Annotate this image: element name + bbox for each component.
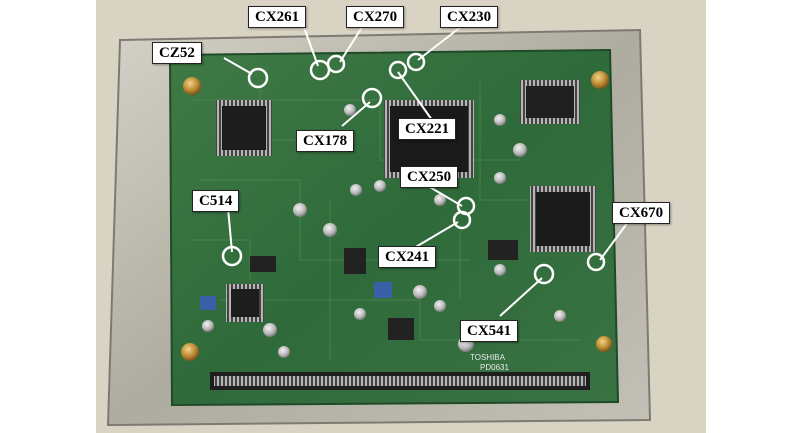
ic-chip-small-2 [344,248,366,274]
ic-chip-top-right [520,80,580,124]
label-cx270: CX270 [346,6,405,28]
marker-cx221 [388,60,408,80]
ic-chip-lower-left [226,284,264,322]
ic-chip-small-3 [388,318,414,340]
marker-cx230 [406,52,426,72]
marker-cx541 [533,263,555,285]
marker-c514 [221,245,243,267]
label-cx670: CX670 [612,202,671,224]
ic-chip-small-4 [488,240,518,260]
board-brand-print: TOSHIBA [470,353,506,362]
label-c514: C514 [192,190,240,212]
crystal-blue-2 [200,296,216,310]
label-cx221: CX221 [398,118,457,140]
screw-top-right [591,71,609,89]
edge-connector [210,372,590,390]
ic-chip-right [530,186,596,252]
leader-lines [223,21,629,317]
label-cz52: CZ52 [152,42,202,64]
marker-cx178 [361,87,383,109]
marker-cx270 [326,54,346,74]
board-part-print: PD0631 [480,363,509,372]
pcb-board [168,48,620,407]
label-cx230: CX230 [440,6,499,28]
label-cx178: CX178 [296,130,355,152]
crystal-blue [374,282,392,298]
label-cx261: CX261 [248,6,307,28]
label-cx241: CX241 [378,246,437,268]
label-cx250: CX250 [400,166,459,188]
marker-cx241 [452,210,472,230]
screw-top-left [183,77,201,95]
screw-bottom-right [596,336,612,352]
marker-circles [221,52,606,285]
ic-chip-left [216,100,272,156]
marker-cx670 [586,252,606,272]
ic-chip-small-1 [250,256,276,272]
label-cx541: CX541 [460,320,519,342]
screw-bottom-left [181,343,199,361]
marker-cz52 [247,67,269,89]
